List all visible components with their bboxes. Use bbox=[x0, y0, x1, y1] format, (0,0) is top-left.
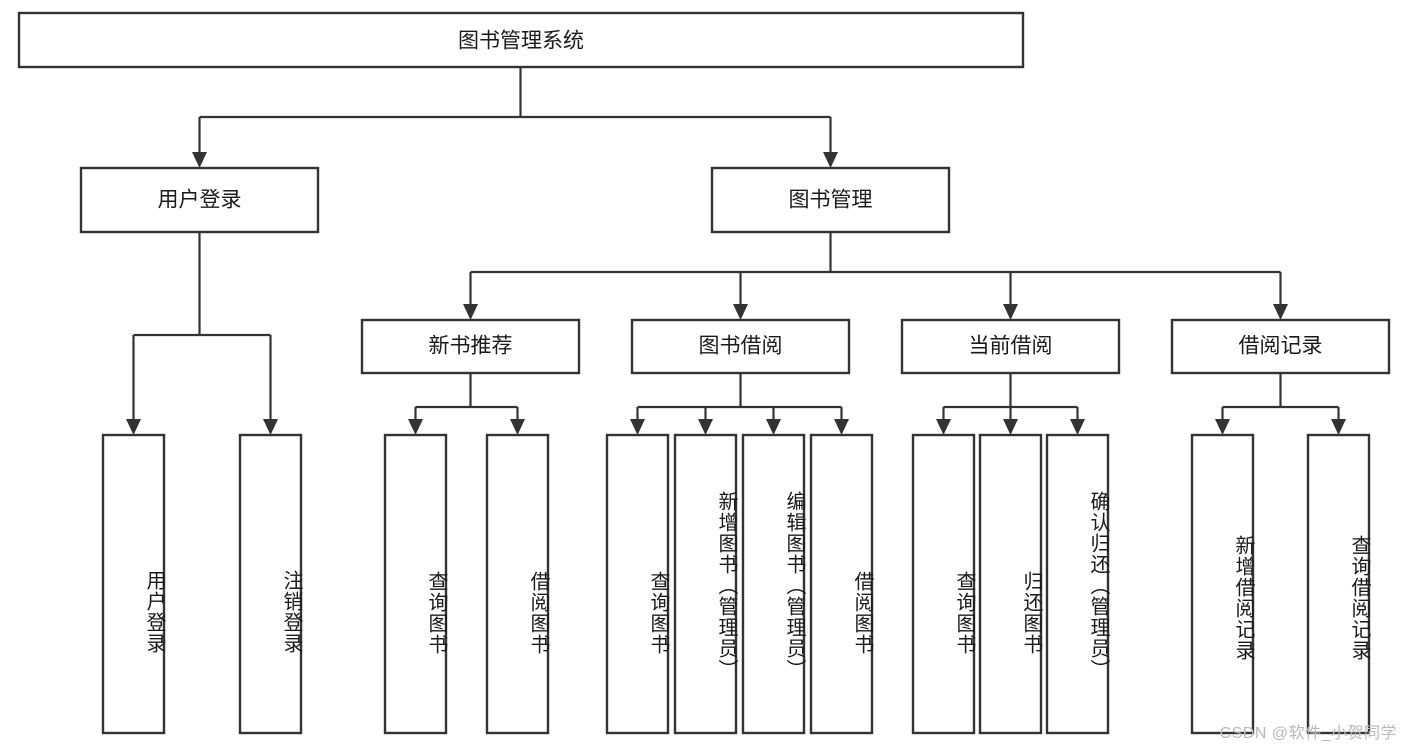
arrow-to-user-login bbox=[192, 152, 207, 168]
arrow-to-leaf-query-book-1 bbox=[408, 419, 423, 435]
node-current-borrow[interactable] bbox=[900, 318, 1121, 375]
node-book-management[interactable] bbox=[710, 166, 951, 234]
arrow-to-new-book-recommend bbox=[463, 304, 478, 320]
node-borrow-record[interactable] bbox=[1170, 318, 1391, 375]
arrow-to-book-management bbox=[823, 152, 838, 168]
node-book-borrow-label: 图书借阅 bbox=[699, 335, 783, 358]
node-user-login-label: 用户登录 bbox=[158, 189, 242, 212]
node-current-borrow-label: 当前借阅 bbox=[969, 335, 1053, 358]
node-leaf-borrow-book-1[interactable] bbox=[485, 433, 550, 735]
node-leaf-query-book-3[interactable] bbox=[911, 433, 976, 735]
arrow-to-current-borrow bbox=[1003, 304, 1018, 320]
node-leaf-confirm-return[interactable] bbox=[1045, 433, 1110, 735]
node-borrow-record-label: 借阅记录 bbox=[1239, 335, 1323, 358]
arrow-to-leaf-query-record bbox=[1331, 419, 1346, 435]
arrow-to-leaf-return-book bbox=[1003, 419, 1018, 435]
node-root[interactable] bbox=[17, 11, 1025, 69]
node-leaf-borrow-book-2[interactable] bbox=[809, 433, 874, 735]
arrow-to-leaf-add-record bbox=[1215, 419, 1230, 435]
arrow-to-leaf-query-book-2 bbox=[630, 419, 645, 435]
node-book-borrow[interactable] bbox=[630, 318, 851, 375]
node-new-book-recommend[interactable] bbox=[360, 318, 581, 375]
arrow-to-leaf-borrow-book-1 bbox=[510, 419, 525, 435]
node-leaf-edit-book[interactable] bbox=[741, 433, 806, 735]
connector-layer bbox=[126, 67, 1346, 435]
arrow-to-leaf-edit-book bbox=[766, 419, 781, 435]
arrow-to-leaf-user-logout bbox=[263, 419, 278, 435]
arrow-to-borrow-record bbox=[1273, 304, 1288, 320]
node-leaf-user-logout[interactable] bbox=[238, 433, 303, 735]
node-new-book-recommend-label: 新书推荐 bbox=[429, 335, 513, 358]
node-leaf-add-record[interactable] bbox=[1190, 433, 1255, 735]
node-leaf-query-book-2[interactable] bbox=[605, 433, 670, 735]
arrow-to-book-borrow bbox=[733, 304, 748, 320]
node-user-login[interactable] bbox=[79, 166, 320, 234]
arrow-to-leaf-query-book-3 bbox=[936, 419, 951, 435]
arrow-to-leaf-borrow-book-2 bbox=[834, 419, 849, 435]
node-root-label: 图书管理系统 bbox=[458, 30, 584, 53]
csdn-watermark: CSDN @软件_小贺同学 bbox=[1219, 725, 1397, 742]
node-layer: 图书管理系统 用户登录 图书管理 新书推荐 图书借阅 当前借阅 借阅记录 bbox=[17, 11, 1391, 735]
node-leaf-add-book[interactable] bbox=[673, 433, 738, 735]
arrow-to-leaf-confirm-return bbox=[1070, 419, 1085, 435]
arrow-to-leaf-add-book bbox=[698, 419, 713, 435]
node-leaf-query-book-1[interactable] bbox=[383, 433, 448, 735]
arrow-to-leaf-user-login bbox=[126, 419, 141, 435]
node-leaf-query-record[interactable] bbox=[1306, 433, 1371, 735]
node-leaf-return-book[interactable] bbox=[978, 433, 1043, 735]
node-leaf-user-login[interactable] bbox=[101, 433, 166, 735]
node-book-management-label: 图书管理 bbox=[789, 189, 873, 212]
